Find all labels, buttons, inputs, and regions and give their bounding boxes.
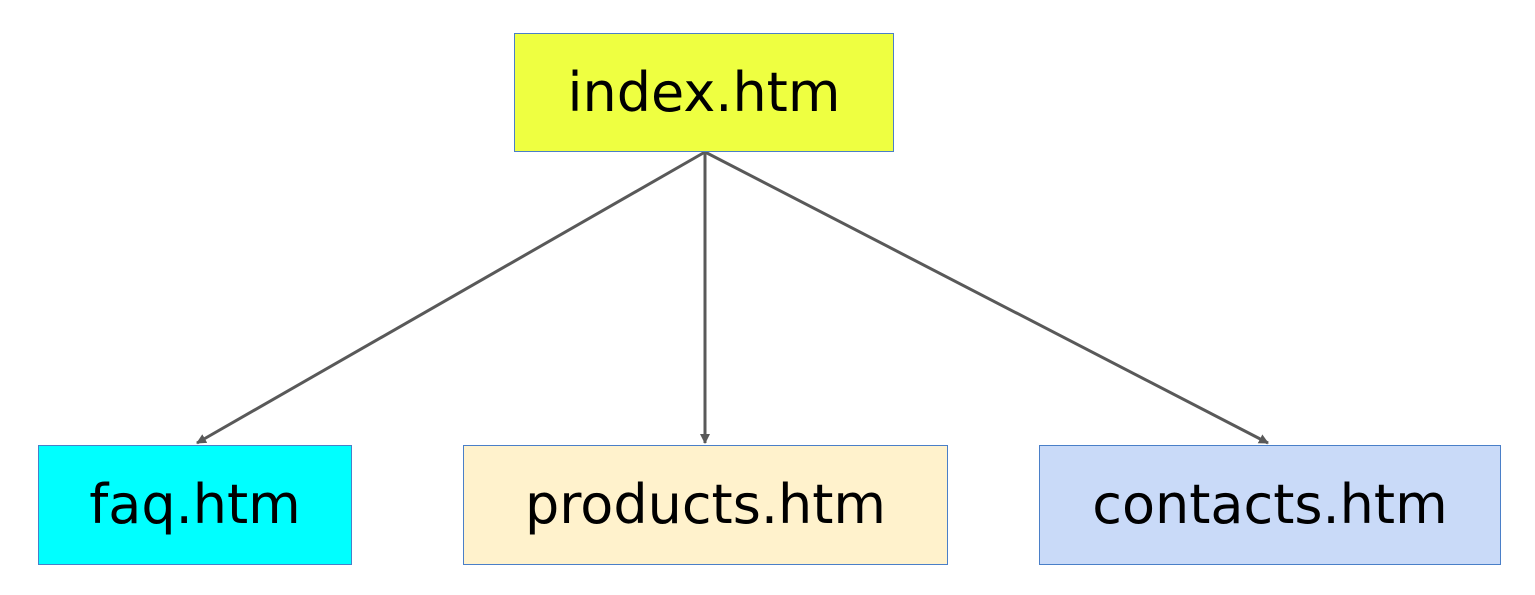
node-products-htm: products.htm bbox=[463, 445, 948, 565]
node-products-label: products.htm bbox=[525, 473, 886, 536]
node-contacts-label: contacts.htm bbox=[1092, 473, 1448, 536]
node-contacts-htm: contacts.htm bbox=[1039, 445, 1501, 565]
node-faq-label: faq.htm bbox=[89, 473, 301, 536]
node-index-htm: index.htm bbox=[514, 33, 894, 152]
edge-index-to-faq bbox=[196, 150, 706, 445]
edge-index-to-contacts bbox=[704, 150, 1269, 445]
node-index-label: index.htm bbox=[567, 60, 841, 124]
node-faq-htm: faq.htm bbox=[38, 445, 352, 565]
